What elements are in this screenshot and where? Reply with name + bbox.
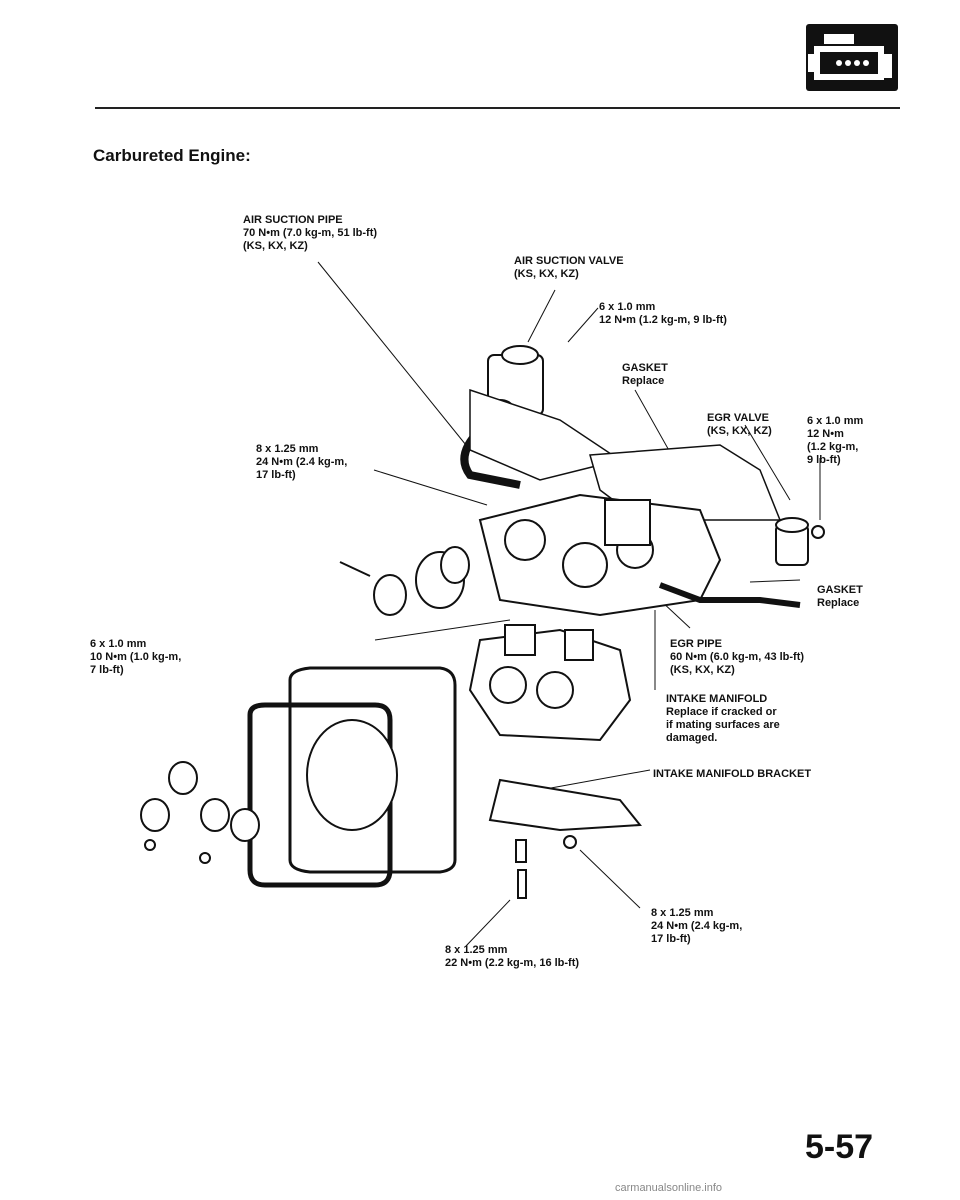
intake-runner [504,519,546,561]
label-bolt-8x125-22nm: 8 x 1.25 mm 22 N•m (2.2 kg-m, 16 lb-ft) [445,944,580,969]
label-bolt-6x1-12nm-right: 6 x 1.0 mm 12 N•m (1.2 kg-m, 9 lb-ft) [807,415,864,466]
watermark: carmanualsonline.info [615,1182,723,1194]
label-intake-manifold: INTAKE MANIFOLD Replace if cracked or if… [666,693,780,744]
spacer [515,839,527,863]
intake-runner [562,542,608,588]
label-gasket-right: GASKET Replace [817,584,863,609]
label-bolt-8x125-24nm-bottom: 8 x 1.25 mm 24 N•m (2.4 kg-m, 17 lb-ft) [651,907,743,945]
air-suction-gasket [469,388,622,481]
nut [144,839,156,851]
label-bolt-6x1-12nm-top: 6 x 1.0 mm 12 N•m (1.2 kg-m, 9 lb-ft) [599,301,727,326]
carburetor-barrel [536,671,574,709]
leader-line [749,579,801,583]
intake-manifold-bracket [488,778,642,832]
gasket-ring [440,546,470,584]
leader-line [744,424,791,501]
leader-line [374,619,511,641]
leader-line [527,289,556,343]
port-gasket [200,798,230,832]
port-gasket [230,808,260,842]
leader-line [579,849,641,909]
manifold-upper [604,499,651,546]
leader-line [567,307,599,343]
label-bolt-6x1-10nm: 6 x 1.0 mm 10 N•m (1.0 kg-m, 7 lb-ft) [90,638,182,676]
nut [199,852,211,864]
carburetor-top [564,629,594,661]
label-egr-pipe: EGR PIPE 60 N•m (6.0 kg-m, 43 lb-ft) (KS… [670,638,805,676]
page-number: 5-57 [805,1128,874,1166]
bolt [339,561,371,577]
egr-bolt [811,525,825,539]
air-cleaner-inner [306,719,398,831]
label-egr-valve: EGR VALVE (KS, KX, KZ) [707,412,772,437]
label-bolt-8x125-24nm-left: 8 x 1.25 mm 24 N•m (2.4 kg-m, 17 lb-ft) [256,443,348,481]
label-air-suction-pipe: AIR SUCTION PIPE 70 N•m (7.0 kg-m, 51 lb… [243,214,378,252]
label-gasket-top: GASKET Replace [622,362,668,387]
leader-line [465,899,511,947]
leader-line [317,261,471,451]
leader-line [539,769,651,791]
egr-pipe [658,582,801,608]
bolt-head [563,835,577,849]
carburetor-barrel [489,666,527,704]
port-gasket [140,798,170,832]
label-intake-manifold-bracket: INTAKE MANIFOLD BRACKET [653,768,812,780]
insulator-ring [373,574,407,616]
egr-valve-top [775,517,809,533]
leader-line [373,469,488,506]
bolt [517,869,527,899]
engine-section-icon [806,24,898,91]
air-cleaner-gasket [247,702,393,888]
carburetor-top [504,624,536,656]
air-suction-valve-cap [501,345,539,365]
section-title: Carbureted Engine: [93,146,251,165]
header-rule [95,107,900,109]
label-air-suction-valve: AIR SUCTION VALVE (KS, KX, KZ) [514,255,624,280]
port-gasket [168,761,198,795]
